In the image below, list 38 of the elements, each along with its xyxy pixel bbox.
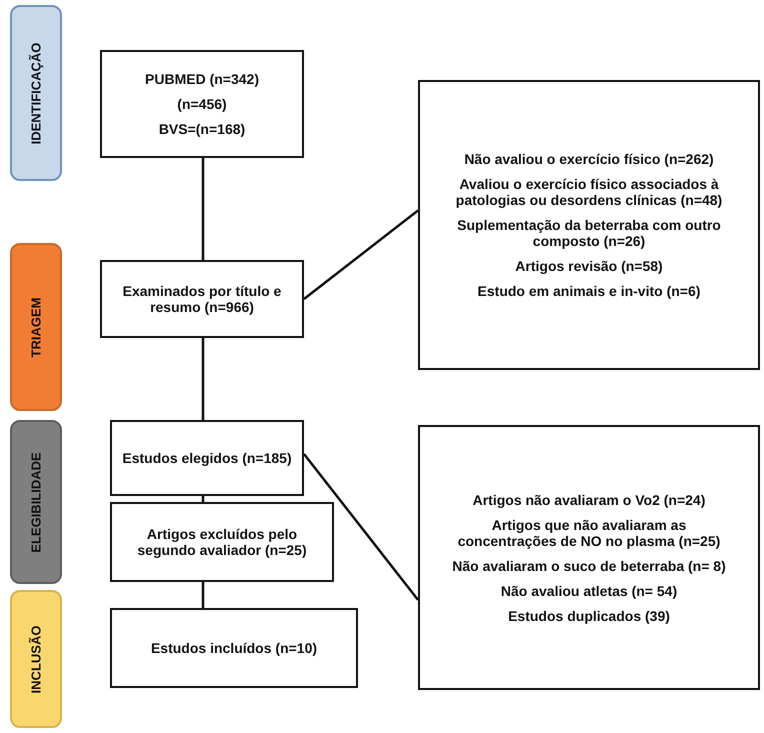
process-box xyxy=(110,502,334,582)
stage-label: IDENTIFICAÇÃO xyxy=(28,42,44,144)
box-text: Artigos que não avaliaram as concentrações de NO no plasma (n=25) xyxy=(456,516,722,548)
box-text: Estudos incluídos (n=10) xyxy=(150,640,318,656)
stage-band xyxy=(10,420,62,584)
box-text: Suplementação da beterraba com outro composto (n=26) xyxy=(456,217,722,249)
stage-band xyxy=(10,5,62,181)
box-text: Artigos não avaliaram o Vo2 (n=24) xyxy=(472,492,706,508)
connector-line xyxy=(303,210,419,300)
process-box xyxy=(100,50,304,158)
process-box xyxy=(100,260,304,338)
box-text: Não avaliaram o suco de beterraba (n= 8) xyxy=(452,558,726,574)
process-box xyxy=(110,420,304,496)
box-text: Não avaliou o exercício físico (n=262) xyxy=(464,151,714,167)
box-text: Artigos excluídos pelo segundo avaliador (n=25) xyxy=(136,526,308,558)
stage-band xyxy=(10,243,62,411)
box-text: Examinados por título e resumo (n=966) xyxy=(122,283,282,315)
connector-line xyxy=(202,496,204,502)
box-text: PUBMED (n=342) xyxy=(145,71,259,87)
box-text: Estudos duplicados (39) xyxy=(508,608,670,624)
process-box xyxy=(418,80,760,370)
box-text: Não avaliou atletas (n= 54) xyxy=(500,582,678,598)
box-text: Estudo em animais e in-vito (n=6) xyxy=(478,283,700,299)
connector-line xyxy=(202,338,204,420)
stage-band xyxy=(10,590,62,728)
stage-label: INCLUSÃO xyxy=(28,625,44,693)
box-text: Avaliou o exercício físico associados à patologias ou desordens clínicas (n=48) xyxy=(454,176,724,208)
box-text: BVS=(n=168) xyxy=(158,121,246,137)
box-text: Artigos revisão (n=58) xyxy=(515,258,663,274)
stage-label: ELEGIBILIDADE xyxy=(28,452,44,552)
box-text: Estudos elegidos (n=185) xyxy=(122,450,292,466)
connector-line xyxy=(202,158,204,260)
connector-line xyxy=(202,582,204,608)
process-box xyxy=(418,425,760,690)
box-text: (n=456) xyxy=(177,96,227,112)
process-box xyxy=(110,608,358,688)
connector-line xyxy=(303,453,419,601)
stage-label: TRIAGEM xyxy=(28,297,44,357)
